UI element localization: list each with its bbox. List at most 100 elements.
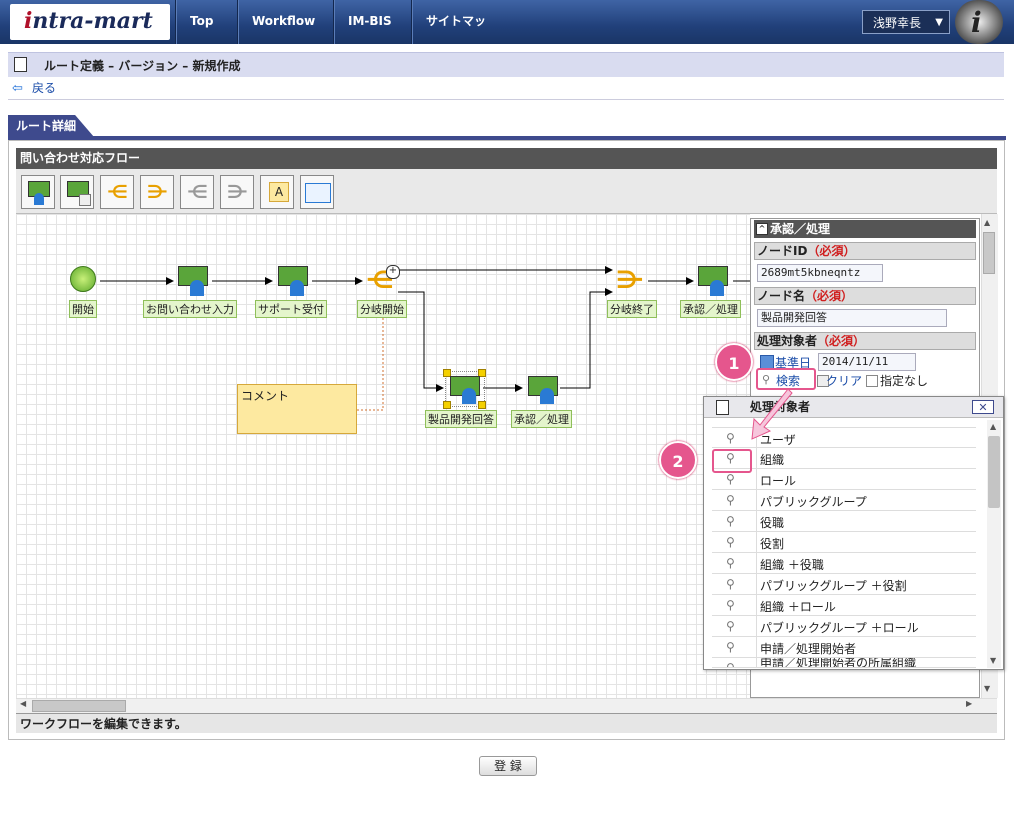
- scroll-down-icon[interactable]: ▼: [990, 656, 997, 665]
- node-label-approve-1[interactable]: 承認／処理: [680, 300, 741, 318]
- list-item[interactable]: ⚲ロール: [712, 469, 976, 490]
- list-item[interactable]: ⚲組織: [712, 448, 976, 469]
- search-icon[interactable]: ⚲: [726, 431, 735, 445]
- tool-join-button[interactable]: ⋺: [220, 175, 254, 209]
- list-item[interactable]: ⚲申請／処理開始者の所属組織: [712, 658, 976, 668]
- resize-handle[interactable]: [443, 401, 451, 409]
- flow-canvas[interactable]: [16, 214, 750, 698]
- search-link[interactable]: 検索: [776, 374, 801, 388]
- tab-route-detail[interactable]: ルート詳細: [8, 115, 94, 137]
- search-icon[interactable]: ⚲: [726, 472, 735, 486]
- list-item[interactable]: ⚲組織 ＋役職: [712, 553, 976, 574]
- user-menu[interactable]: 浅野幸長 ▼: [862, 10, 950, 34]
- popup-scroll-thumb[interactable]: [988, 436, 1000, 508]
- list-item[interactable]: ⚲役割: [712, 532, 976, 553]
- tool-approval-node-button[interactable]: [60, 175, 94, 209]
- node-id-field[interactable]: 2689mt5kbneqntz: [757, 264, 883, 282]
- back-link[interactable]: 戻る: [32, 81, 57, 95]
- collapse-icon[interactable]: ^: [756, 223, 768, 235]
- close-button[interactable]: ✕: [972, 400, 994, 414]
- scroll-right-icon[interactable]: ▶: [966, 699, 973, 708]
- base-date-label: 基準日: [775, 356, 812, 370]
- status-bar: ワークフローを編集できます。: [16, 713, 997, 733]
- tool-comment-button[interactable]: A: [260, 175, 294, 209]
- list-item[interactable]: ⚲パブリックグループ ＋役割: [712, 574, 976, 595]
- clear-link[interactable]: クリア: [826, 374, 863, 388]
- clear-icon[interactable]: [817, 375, 829, 387]
- designer-toolbar: [16, 169, 997, 214]
- search-icon[interactable]: ⚲: [726, 577, 735, 591]
- search-icon[interactable]: ⚲: [726, 598, 735, 612]
- avatar[interactable]: i: [955, 0, 1003, 44]
- page-header: ルート定義 – バージョン – 新規作成: [8, 52, 1004, 77]
- search-icon[interactable]: ⚲: [762, 373, 771, 386]
- tool-process-node-button[interactable]: [21, 175, 55, 209]
- node-label-approve-2[interactable]: 承認／処理: [511, 410, 572, 428]
- search-icon[interactable]: ⚲: [726, 493, 735, 507]
- intra-mart-logo[interactable]: intra-mart: [10, 4, 170, 40]
- list-item[interactable]: ⚲役職: [712, 511, 976, 532]
- approve-node-2[interactable]: [528, 376, 558, 404]
- props-section-header[interactable]: ^ 承認／処理: [754, 220, 976, 238]
- flow-title: 問い合わせ対応フロー: [16, 148, 997, 169]
- node-id-label: ノードID（必須）: [754, 242, 976, 260]
- node-label-branch-end[interactable]: 分岐終了: [607, 300, 657, 318]
- scroll-up-icon[interactable]: ▲: [990, 422, 997, 431]
- approve-node-1[interactable]: [698, 266, 728, 296]
- add-branch-icon[interactable]: +: [386, 265, 400, 279]
- selected-node-frame: [445, 371, 485, 407]
- search-icon[interactable]: ⚲: [726, 619, 735, 633]
- register-button[interactable]: 登 録: [479, 756, 537, 776]
- node-label-support[interactable]: サポート受付: [255, 300, 327, 318]
- canvas-hscroll-thumb[interactable]: [32, 700, 126, 712]
- search-icon[interactable]: ⚲: [726, 640, 735, 654]
- target-selector-popup: [703, 396, 1004, 670]
- node-label-answer[interactable]: 製品開発回答: [425, 410, 497, 428]
- organization-search-highlight: [712, 449, 752, 473]
- search-icon[interactable]: ⚲: [726, 514, 735, 528]
- tool-branch-end-button[interactable]: ⋺: [140, 175, 174, 209]
- clipboard-icon: [14, 57, 27, 72]
- comment-box[interactable]: コメント: [237, 384, 357, 434]
- tool-split-button[interactable]: ⋲: [180, 175, 214, 209]
- target-label: 処理対象者（必須）: [754, 332, 976, 350]
- list-item[interactable]: ⚲ユーザ: [712, 427, 976, 449]
- calendar-icon[interactable]: [760, 355, 774, 369]
- resize-handle[interactable]: [478, 369, 486, 377]
- scroll-up-icon[interactable]: ▲: [984, 218, 991, 227]
- node-label-start[interactable]: 開始: [69, 300, 97, 318]
- tool-branch-start-button[interactable]: ⋲: [100, 175, 134, 209]
- list-item[interactable]: ⚲申請／処理開始者: [712, 637, 976, 658]
- input-node[interactable]: [178, 266, 208, 296]
- list-item[interactable]: ⚲パブリックグループ: [712, 490, 976, 511]
- node-label-branch-start[interactable]: 分岐開始: [357, 300, 407, 318]
- start-node[interactable]: [70, 266, 96, 292]
- node-name-field[interactable]: 製品開発回答: [757, 309, 947, 327]
- answer-node[interactable]: [450, 376, 480, 404]
- annotation-arrow: [751, 388, 793, 440]
- canvas-horizontal-scrollbar[interactable]: [16, 698, 997, 713]
- tool-frame-button[interactable]: [300, 175, 334, 209]
- base-date-field[interactable]: 2014/11/11: [818, 353, 916, 371]
- support-node[interactable]: [278, 266, 308, 296]
- user-name: 浅野幸長: [873, 16, 922, 30]
- none-checkbox[interactable]: [866, 375, 878, 387]
- scroll-left-icon[interactable]: ◀: [20, 699, 27, 708]
- search-icon[interactable]: ⚲: [726, 535, 735, 549]
- node-label-input[interactable]: お問い合わせ入力: [143, 300, 237, 318]
- canvas-scroll-thumb[interactable]: [983, 232, 995, 274]
- search-icon[interactable]: ⚲: [726, 661, 735, 668]
- chevron-down-icon: ▼: [935, 17, 943, 28]
- list-item[interactable]: ⚲パブリックグループ ＋ロール: [712, 616, 976, 637]
- scroll-down-icon[interactable]: ▼: [984, 684, 991, 693]
- search-highlight: [756, 368, 816, 390]
- resize-handle[interactable]: [478, 401, 486, 409]
- search-icon[interactable]: ⚲: [726, 451, 735, 465]
- step-badge-2: 2: [659, 441, 697, 479]
- branch-end-icon[interactable]: ⋺: [616, 266, 644, 294]
- list-item[interactable]: ⚲組織 ＋ロール: [712, 595, 976, 616]
- back-arrow-icon[interactable]: ⇦: [12, 81, 23, 96]
- search-icon[interactable]: ⚲: [726, 556, 735, 570]
- resize-handle[interactable]: [443, 369, 451, 377]
